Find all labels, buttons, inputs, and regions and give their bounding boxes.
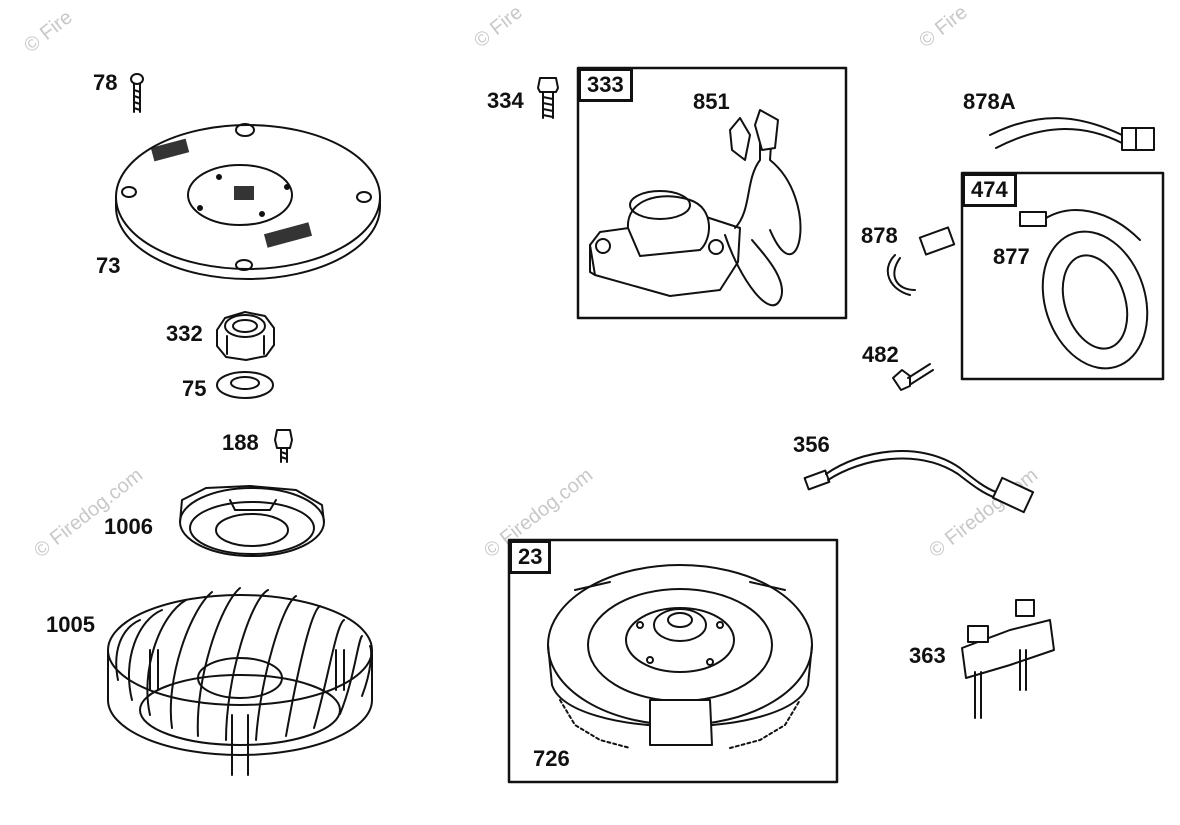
box-label-23: 23 (509, 540, 552, 574)
part-label-332: 332 (166, 321, 203, 346)
box-333-frame (576, 66, 848, 320)
part-label-726: 726 (533, 746, 570, 771)
ring-1006-drawing (179, 485, 325, 557)
alternator-stator-drawing (1019, 209, 1149, 370)
screw-334-drawing (537, 77, 559, 119)
bolt-188-drawing (274, 429, 293, 463)
box-label-333: 333 (578, 68, 633, 102)
plate-73-drawing (115, 123, 381, 280)
part-label-73: 73 (96, 253, 121, 278)
washer-75-drawing (216, 371, 274, 399)
part-label-851: 851 (693, 89, 730, 114)
box-474-frame (960, 171, 1165, 381)
part-label-334: 334 (487, 88, 524, 113)
box-label-474: 474 (962, 173, 1017, 207)
nut-332-drawing (216, 311, 275, 361)
part-label-878A: 878A (963, 89, 1016, 114)
part-label-878: 878 (861, 223, 898, 248)
part-label-78: 78 (93, 70, 118, 95)
part-label-75: 75 (182, 376, 207, 401)
screw-78-drawing (130, 73, 144, 113)
screw-482-drawing (892, 363, 934, 391)
ignition-coil-drawing (589, 109, 802, 307)
part-label-1005: 1005 (46, 612, 95, 637)
part-label-877: 877 (993, 244, 1030, 269)
flywheel-drawing (547, 564, 813, 749)
bracket-363-drawing (961, 599, 1055, 719)
lead-878-drawing (886, 226, 956, 296)
wire-356-drawing (803, 450, 1035, 514)
fan-1005-drawing (107, 587, 373, 776)
part-label-1006: 1006 (104, 514, 153, 539)
part-label-356: 356 (793, 432, 830, 457)
part-label-482: 482 (862, 342, 899, 367)
part-label-188: 188 (222, 430, 259, 455)
box-23-frame (507, 538, 839, 784)
wire-878A-drawing (989, 117, 1155, 151)
part-label-363: 363 (909, 643, 946, 668)
